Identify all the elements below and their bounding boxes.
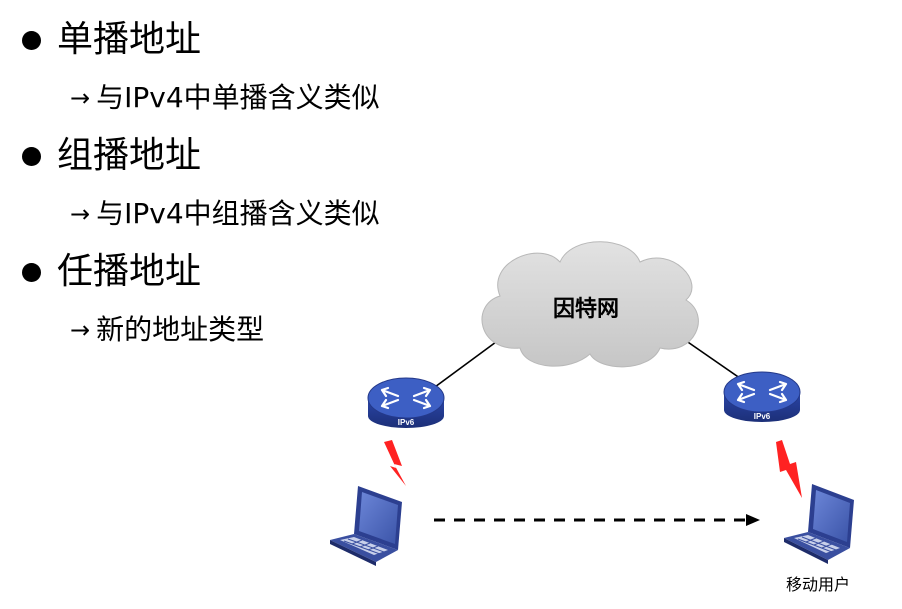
lightning-icon (776, 440, 802, 498)
arrow-right-icon: → (70, 316, 91, 344)
bullet-item-multicast: 组播地址 (22, 132, 201, 180)
arrow-right-icon: → (70, 84, 91, 112)
bullet-subtitle: 新的地址类型 (96, 313, 265, 346)
bullet-subtitle: 与IPv4中组播含义类似 (96, 197, 380, 230)
bullet-sub-anycast: → 新的地址类型 (70, 312, 264, 348)
arrow-head-icon (746, 514, 760, 526)
bullet-item-anycast: 任播地址 (22, 248, 201, 296)
bullet-sub-unicast: → 与IPv4中单播含义类似 (70, 80, 380, 116)
mobile-user-label: 移动用户 (786, 575, 850, 594)
bullet-title: 任播地址 (57, 251, 202, 292)
bullet-title: 单播地址 (57, 19, 202, 60)
router-right-label: IPv6 (754, 412, 771, 421)
bullet-subtitle: 与IPv4中单播含义类似 (96, 81, 380, 114)
cloud-label: 因特网 (553, 296, 619, 322)
laptop-icon (784, 484, 854, 564)
cloud-icon (481, 241, 699, 368)
arrow-right-icon: → (70, 200, 91, 228)
bullet-item-unicast: 单播地址 (22, 16, 201, 64)
bullet-title: 组播地址 (57, 135, 202, 176)
router-left-label: IPv6 (398, 418, 415, 427)
router-icon: IPv6 (367, 377, 445, 428)
laptop-icon (330, 486, 402, 566)
bullet-dot-icon (22, 262, 41, 282)
lightning-icon (384, 440, 406, 486)
router-icon: IPv6 (723, 371, 801, 422)
bullet-sub-multicast: → 与IPv4中组播含义类似 (70, 196, 380, 232)
bullet-dot-icon (22, 30, 41, 50)
bullet-dot-icon (22, 146, 41, 166)
